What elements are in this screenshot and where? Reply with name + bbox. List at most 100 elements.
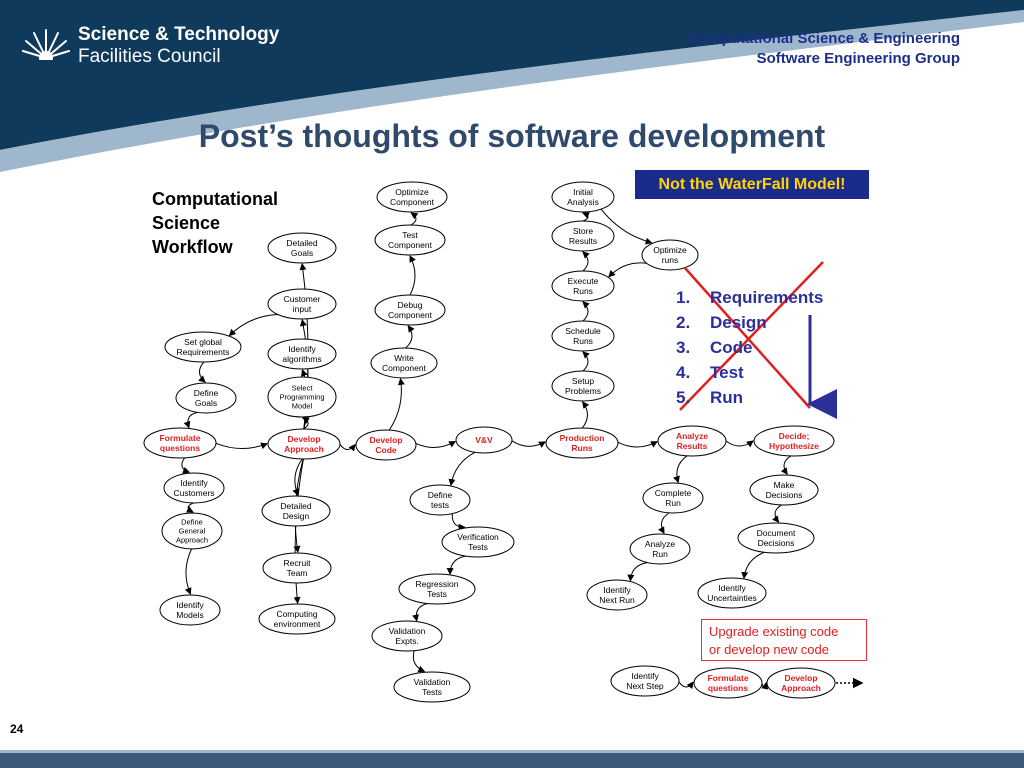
node-label: Develop: [784, 673, 817, 683]
group-line-2: Software Engineering Group: [756, 50, 960, 67]
node-label: Runs: [573, 336, 593, 346]
node-label: Verification: [457, 532, 499, 542]
node-label: Analyze: [676, 431, 708, 441]
node-label: Customer: [284, 294, 321, 304]
node-label: Analysis: [567, 197, 599, 207]
group-label: Computational Science & Engineering Soft…: [688, 29, 960, 69]
logo-line-1: Science & Technology: [78, 24, 280, 45]
node-label: Debug: [397, 300, 422, 310]
node-label: Models: [176, 610, 203, 620]
node-label: Goals: [195, 398, 217, 408]
node-label: Approach: [284, 444, 324, 454]
edge-decide_hypothesize-to-make_decisions: [780, 455, 792, 475]
page-number: 24: [10, 722, 24, 736]
node-label: V&V: [475, 435, 493, 445]
node-label: Run: [665, 498, 681, 508]
node-label: input: [293, 304, 312, 314]
edge-vv-to-production_runs: [511, 440, 546, 448]
node-label: Next Step: [626, 681, 664, 691]
node-label: Identify: [603, 585, 631, 595]
edge-optimize_runs-to-execute_runs: [608, 262, 647, 278]
edge-document_decisions-to-identify_uncertainties: [741, 551, 765, 580]
node-label: Optimize: [395, 187, 429, 197]
node-label: environment: [274, 619, 321, 629]
node-label: Results: [569, 236, 597, 246]
node-label: Document: [757, 528, 796, 538]
edge-production_runs-to-analyze_results: [617, 441, 658, 448]
edge-test_component-to-optimize_component: [410, 212, 419, 226]
not-waterfall-banner: Not the WaterFall Model!: [635, 170, 869, 199]
edge-production_runs-to-setup_problems: [581, 401, 590, 429]
waterfall-step: 2.Design: [676, 313, 767, 332]
node-label: Develop: [287, 434, 320, 444]
edge-setup_problems-to-schedule_runs: [582, 351, 590, 372]
edge-set_global_requirements-to-define_goals: [198, 361, 206, 383]
node-label: Runs: [571, 443, 593, 453]
edge-store_results-to-initial_analysis: [582, 211, 590, 222]
node-label: Component: [382, 363, 427, 373]
stfc-logo: Science & Technology Facilities Council: [22, 24, 279, 68]
node-label: Complete: [655, 488, 692, 498]
node-label: Component: [388, 240, 433, 250]
node-label: Results: [677, 441, 708, 451]
sunburst-logo-icon: [22, 29, 70, 68]
header-banner: [0, 0, 1024, 172]
node-label: Regression: [416, 579, 459, 589]
node-label: Computing: [276, 609, 317, 619]
node-label: Design: [283, 511, 310, 521]
node-label: Schedule: [565, 326, 601, 336]
node-label: General: [179, 527, 206, 536]
node-label: Component: [388, 310, 433, 320]
edge-develop_approach-to-select_programming_model: [301, 417, 310, 430]
node-label: Formulate: [159, 433, 200, 443]
edge-debug_component-to-test_component: [409, 255, 416, 296]
node-label: Recruit: [284, 558, 312, 568]
edge-identify_customers-to-define_general_approach: [185, 502, 194, 513]
node-label: Analyze: [645, 539, 676, 549]
node-label: Detailed: [286, 238, 317, 248]
node-label: Select: [292, 384, 314, 393]
edge-formulate_questions-to-develop_approach: [215, 442, 268, 450]
edge-write_component-to-debug_component: [405, 325, 415, 349]
node-label: Expts.: [395, 636, 419, 646]
edge-formulate_questions-to-identify_customers: [181, 457, 191, 474]
node-label: Approach: [781, 683, 821, 693]
node-label: Identify: [180, 478, 208, 488]
node-label: Formulate: [707, 673, 748, 683]
node-label: Model: [292, 402, 313, 411]
waterfall-step: 5.Run: [676, 388, 744, 407]
node-label: Code: [375, 445, 397, 455]
node-label: Test: [402, 230, 418, 240]
edge-define_goals-to-formulate_questions: [183, 411, 198, 429]
waterfall-step: 4.Test: [676, 363, 744, 382]
node-label: Develop: [369, 435, 402, 445]
waterfall-steps-list: 1.Requirements 2.Design 3.Code 4.Test 5.…: [676, 285, 823, 410]
node-label: Optimize: [653, 245, 687, 255]
edge-customer_input-to-set_global_requirements: [228, 314, 278, 337]
waterfall-step: 1.Requirements: [676, 288, 824, 307]
upgrade-note: Upgrade existing code or develop new cod…: [701, 619, 867, 661]
node-decide_hypothesize: Decide;Hypothesize: [753, 425, 835, 457]
workflow-title: Computational Science Workflow: [152, 189, 278, 257]
node-label: Identify: [718, 583, 746, 593]
node-label: Identify: [288, 344, 316, 354]
node-label: Validation: [414, 677, 451, 687]
